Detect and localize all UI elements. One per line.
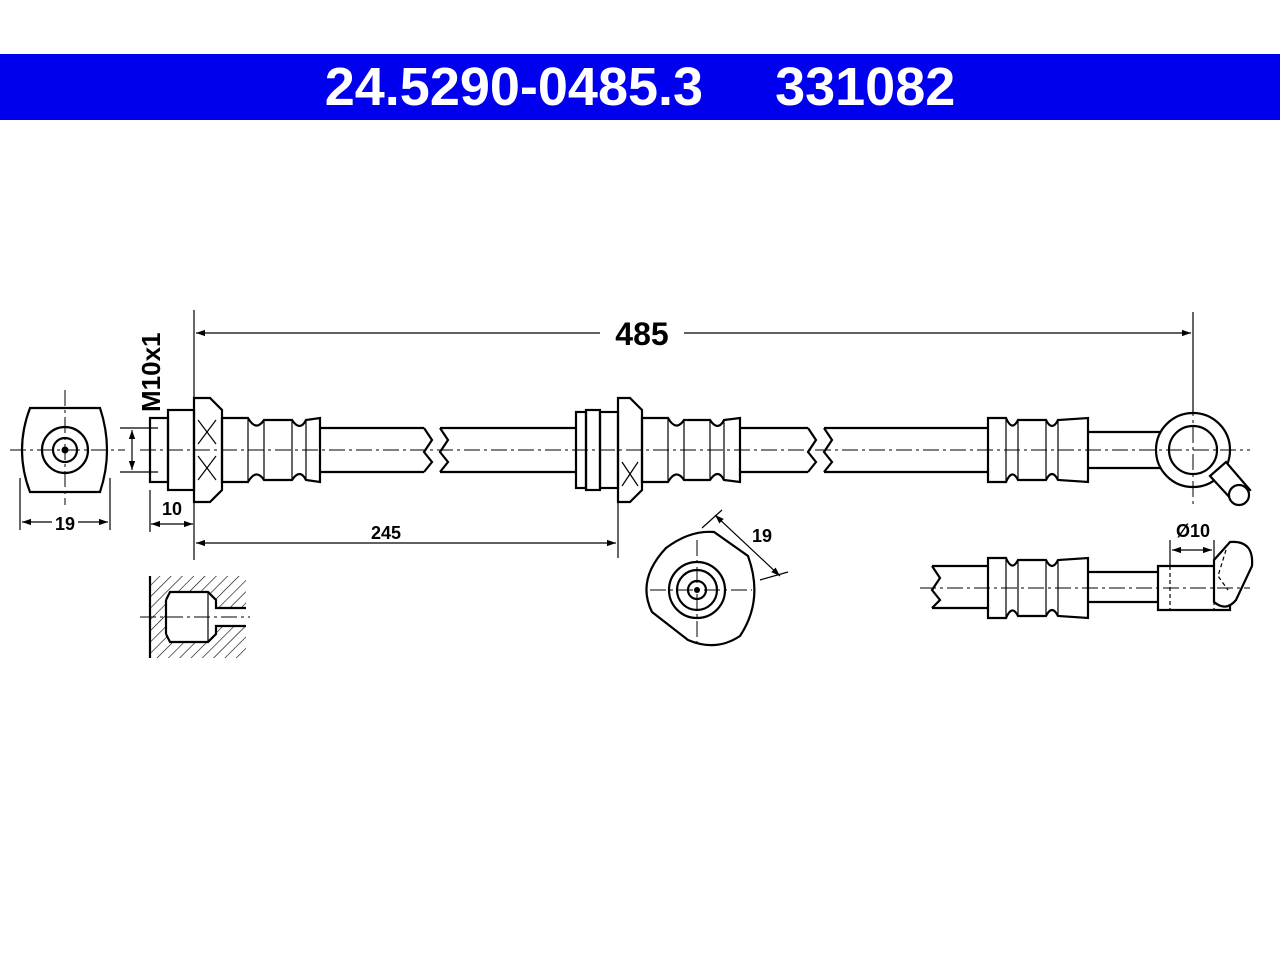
dim-left-width: 19 xyxy=(22,512,108,534)
dim-thread-label: M10x1 xyxy=(136,333,166,413)
part-number: 24.5290-0485.3 xyxy=(324,57,704,117)
reference-number: 331082 xyxy=(775,57,956,117)
dim-overall-length-label: 485 xyxy=(615,316,668,352)
hose-side-view xyxy=(140,396,1252,507)
dim-bracket-position: 245 xyxy=(196,500,619,558)
dim-bracket-width-label: 19 xyxy=(752,526,772,546)
dim-thread-length-label: 10 xyxy=(162,499,182,519)
bracket-end-view: 19 xyxy=(645,509,789,647)
dim-overall-length: 485 xyxy=(193,310,1194,560)
title-bar: 24.5290-0485.3 331082 xyxy=(0,54,1280,120)
dim-thread: M10x1 xyxy=(120,333,166,473)
banjo-detail-view: Ø10 xyxy=(920,521,1254,620)
dim-thread-length: 10 xyxy=(149,490,193,532)
dim-left-width-label: 19 xyxy=(55,514,75,534)
left-end-view xyxy=(10,390,125,530)
section-view xyxy=(140,576,250,658)
dim-banjo-diameter-label: Ø10 xyxy=(1176,521,1210,541)
dim-bracket-position-label: 245 xyxy=(371,523,401,543)
